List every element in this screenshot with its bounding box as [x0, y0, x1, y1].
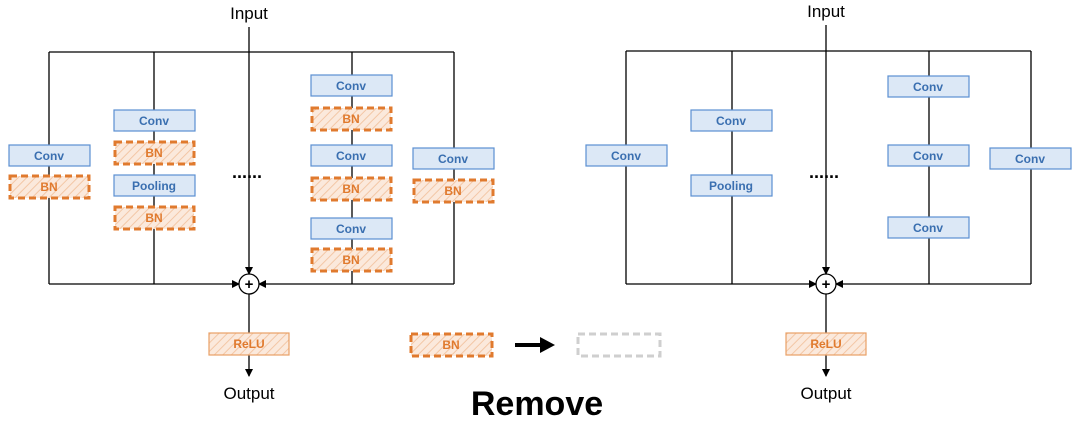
r-relu-label: ReLU: [810, 337, 841, 351]
branch-4-bn-2-label: BN: [342, 182, 359, 196]
branch-1-conv: [8, 144, 91, 167]
branch-2-conv-label: Conv: [139, 114, 169, 128]
branch-2-pooling-label: Pooling: [132, 179, 176, 193]
branch-2-conv: [113, 109, 196, 132]
relu-label: ReLU: [233, 337, 264, 351]
output-label: Output: [223, 384, 274, 403]
r-branch-4-conv-1-label: Conv: [913, 80, 943, 94]
branch-2-bn-2: [113, 205, 196, 231]
r-ellipsis: ......: [809, 162, 839, 182]
branch-2-pooling: [113, 174, 196, 197]
add-sign: +: [245, 276, 254, 293]
branch-4-bn-3-label: BN: [342, 253, 359, 267]
r-branch-2-pooling: [690, 174, 773, 197]
r-branch-2-conv: [690, 109, 773, 132]
branch-2-bn-1-label: BN: [145, 146, 162, 160]
r-branch-4-conv-2: [887, 144, 970, 167]
r-branch-5-conv-label: Conv: [1015, 152, 1045, 166]
legend-bn-label: BN: [442, 338, 459, 352]
branch-2-bn-1: [113, 140, 196, 166]
branch-4-conv-1-label: Conv: [336, 79, 366, 93]
branch-1-bn: [8, 174, 91, 200]
branch-4-bn-2: [310, 176, 393, 202]
input-label: Input: [230, 4, 268, 23]
right-diagram: Input + ReLU Output Conv Conv Pooling ..…: [585, 2, 1072, 403]
r-branch-4-conv-1: [887, 75, 970, 98]
branch-5-conv-label: Conv: [438, 152, 468, 166]
r-branch-1-conv-label: Conv: [611, 149, 641, 163]
branch-4-conv-3-label: Conv: [336, 222, 366, 236]
r-branch-4-conv-3-label: Conv: [913, 221, 943, 235]
branch-4-bn-3: [310, 247, 393, 273]
removal-legend: BN Remove: [409, 332, 662, 423]
r-branch-1-conv: [585, 144, 668, 167]
r-branch-5-conv: [989, 147, 1072, 170]
legend-empty-box: [576, 332, 662, 358]
output-label-right: Output: [800, 384, 851, 403]
r-branch-4-conv-3: [887, 216, 970, 239]
legend-arrow-icon: [540, 337, 555, 353]
ellipsis: ......: [232, 162, 262, 182]
r-add-sign: +: [822, 276, 831, 293]
branch-4-conv-1: [310, 74, 393, 97]
branch-4-bn-1: [310, 106, 393, 132]
branch-4-conv-2-label: Conv: [336, 149, 366, 163]
r-branch-2-conv-label: Conv: [716, 114, 746, 128]
branch-5-conv: [412, 147, 495, 170]
branch-4-conv-3: [310, 217, 393, 240]
branch-1-conv-label: Conv: [34, 149, 64, 163]
input-label-right: Input: [807, 2, 845, 21]
branch-4-conv-2: [310, 144, 393, 167]
branch-5-bn: [412, 178, 495, 204]
relu-box: [208, 332, 290, 356]
r-relu-box: [785, 332, 867, 356]
branch-5-bn-label: BN: [444, 184, 461, 198]
r-branch-2-pooling-label: Pooling: [709, 179, 753, 193]
branch-4-bn-1-label: BN: [342, 112, 359, 126]
branch-2-bn-2-label: BN: [145, 211, 162, 225]
r-branch-4-conv-2-label: Conv: [913, 149, 943, 163]
branch-1-bn-label: BN: [40, 180, 57, 194]
left-diagram: Input + ReLU Output Conv BN Conv BN Pool…: [8, 4, 495, 403]
remove-caption: Remove: [471, 385, 603, 423]
legend-bn-box: [409, 332, 494, 358]
